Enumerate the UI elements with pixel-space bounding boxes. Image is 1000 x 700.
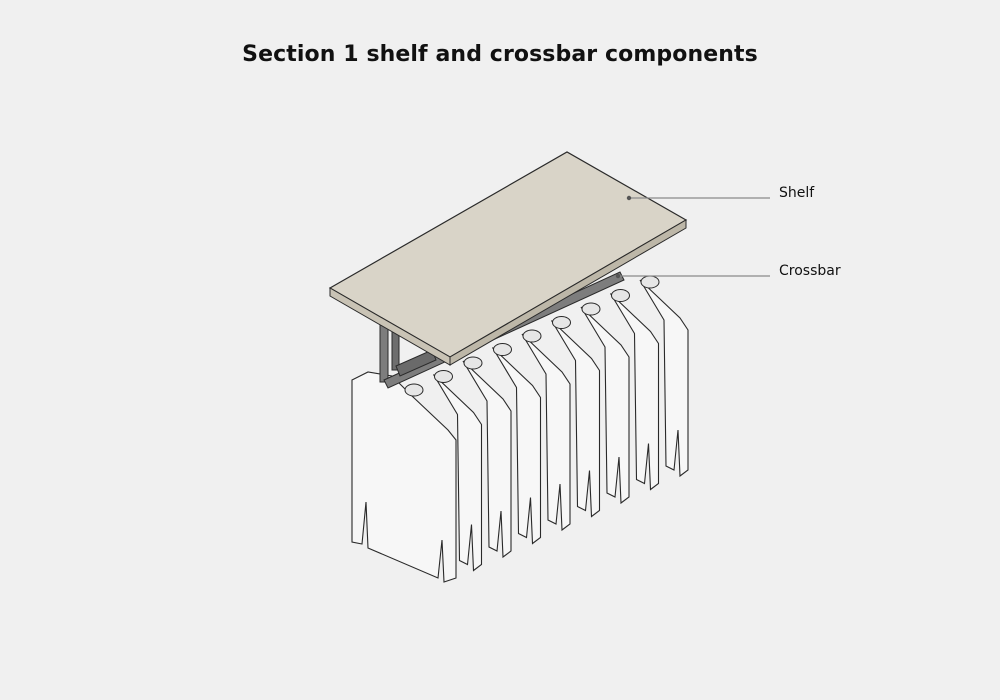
shelf-side-edge	[449, 219, 687, 366]
garment-4	[521, 333, 571, 532]
garment-8	[639, 279, 689, 478]
garment-6	[580, 306, 630, 505]
leader-lines	[615, 195, 770, 279]
garment-1	[433, 374, 483, 572]
hanger-7	[611, 289, 630, 302]
shelf-label: Shelf	[779, 185, 815, 201]
garment-3	[492, 347, 542, 545]
garment-5	[551, 320, 601, 518]
crossbar-bracket	[395, 349, 437, 377]
garment-2	[462, 360, 512, 559]
hanger-8	[640, 275, 660, 289]
shelf-leader-dot	[626, 195, 632, 201]
garment-front	[351, 371, 457, 583]
support-post	[379, 319, 389, 383]
garments-group	[351, 275, 689, 583]
hanger-3	[493, 343, 512, 356]
hanger-1	[434, 370, 453, 383]
hanger-0	[404, 383, 424, 397]
hanger-2	[463, 356, 483, 370]
diagram-title: Section 1 shelf and crossbar components	[242, 42, 758, 67]
hanger-5	[552, 316, 571, 329]
crossbar-label: Crossbar	[779, 263, 841, 279]
hanger-6	[581, 302, 601, 316]
crossbar-leader-dot	[615, 273, 621, 279]
shelf	[328, 151, 688, 366]
garment-7	[610, 293, 660, 491]
hanger-4	[522, 329, 542, 343]
